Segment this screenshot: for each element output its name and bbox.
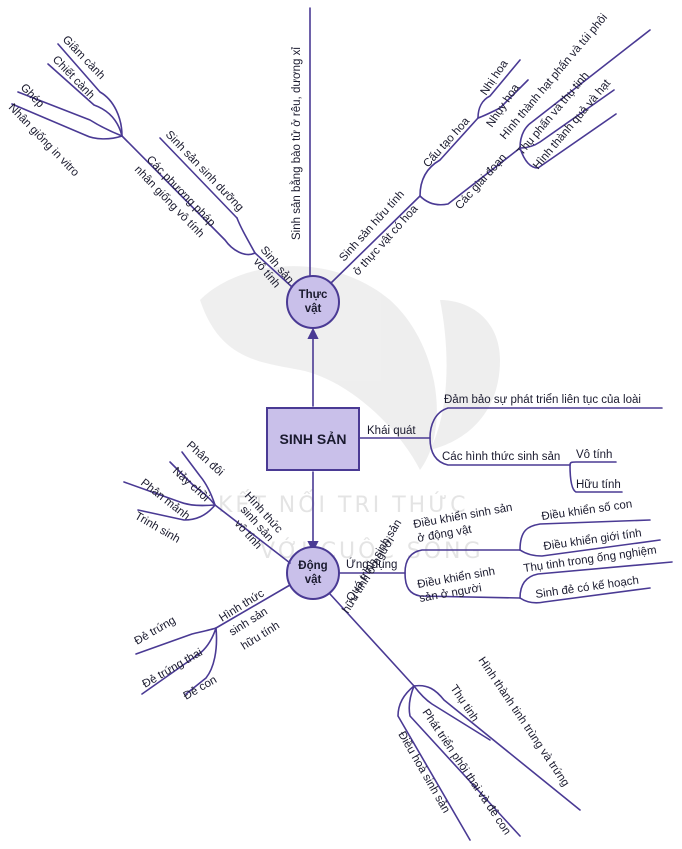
watermark: KẾT NỐI TRI THỨC VỚI CUỘC SỐNG	[200, 266, 500, 564]
edge-animal-control	[404, 549, 521, 574]
edge-plant-asexual	[254, 252, 293, 288]
edge-pollination	[519, 89, 615, 149]
edge-giam-canh	[57, 43, 123, 137]
edge-phan-doi	[181, 451, 216, 506]
animal-asexual-1: Phân đôi	[184, 439, 226, 478]
edge-nhuy-hoa	[477, 79, 529, 119]
watermark-leaf-left	[200, 266, 437, 470]
edge-embryo	[408, 685, 521, 837]
edge-sexual-form	[569, 464, 623, 493]
plant-method-4: Nhân giống in vitro	[6, 102, 81, 179]
edge-forms	[429, 437, 571, 466]
edge-stages	[419, 147, 521, 206]
animal-label-line1: Động	[298, 560, 327, 572]
plant-label-line2: vật	[305, 303, 322, 315]
edge-ivf	[519, 561, 673, 599]
general-label: Khái quát	[367, 425, 416, 437]
edge-methods	[121, 135, 256, 256]
human-process-1: Hình thành tinh trùng và trứng	[476, 655, 572, 789]
edge-animal-asexual	[214, 504, 291, 564]
edge-chiet-canh	[47, 63, 123, 137]
animal-application: Ứng dụng	[346, 558, 397, 571]
edge-vegetative	[159, 137, 238, 219]
animal-asexual-4: Trinh sinh	[133, 510, 182, 545]
edge-pollen	[519, 29, 651, 149]
edge-animal-sexual	[215, 584, 291, 629]
animal-sexual-1: Đẻ trứng	[133, 614, 178, 647]
edge-human-process	[329, 593, 415, 687]
plant-node	[286, 275, 340, 329]
edge-fruit	[519, 113, 617, 169]
edge-family-planning	[519, 587, 651, 604]
human-process-3: Phát triển phôi thai và đẻ con	[420, 707, 513, 837]
general-sexual: Hữu tính	[576, 479, 621, 491]
edge-de-con	[185, 627, 218, 695]
animal-node	[286, 546, 340, 600]
animal-control-1: Điều khiển số con	[541, 498, 633, 523]
edge-regulation	[397, 685, 471, 841]
watermark-leaf-right	[430, 300, 500, 450]
plant-method-3: Ghép	[18, 82, 46, 111]
edge-ghep	[17, 91, 123, 137]
edge-gioi-tinh	[519, 539, 661, 557]
edge-human-control	[404, 572, 521, 599]
edge-asexual-form	[569, 461, 617, 466]
root-node	[266, 407, 360, 471]
root-label: SINH SẢN	[280, 431, 347, 447]
edge-de-trung-thai	[141, 627, 217, 695]
plant-stages: Các giai đoạn	[453, 152, 509, 212]
plant-spores: Sinh sản bằng bào tử ở rêu, dương xỉ	[290, 47, 303, 240]
animal-sexual-3: Đẻ con	[182, 674, 220, 703]
edge-plant-sexual	[330, 195, 421, 284]
edge-de-trung	[135, 627, 217, 655]
general-continuity: Đảm bảo sự phát triển liên tục của loài	[444, 394, 641, 406]
edge-nay-choi	[169, 461, 216, 506]
edge-trinh-sinh	[137, 504, 216, 521]
edge-in-vitro	[11, 103, 123, 140]
watermark-line-1: KẾT NỐI TRI THỨC	[218, 489, 468, 518]
plant-label-line1: Thực	[299, 289, 328, 301]
animal-label-line2: vật	[305, 574, 322, 586]
general-asexual: Vô tính	[576, 449, 612, 461]
animal-asexual-2: Nảy chồi	[170, 465, 211, 504]
edge-structure	[419, 117, 479, 197]
edge-vegetative-split	[236, 217, 256, 254]
edge-nhi-hoa	[477, 59, 521, 119]
human-process-2: Thụ tinh	[448, 683, 481, 724]
edge-fertilization	[413, 685, 491, 741]
edge-continuity	[429, 407, 663, 439]
edge-phan-manh	[123, 481, 216, 507]
plant-structure: Cấu tạo hoa	[421, 115, 472, 170]
edge-so-con	[519, 519, 651, 551]
general-forms: Các hình thức sinh sản	[442, 451, 560, 463]
edge-gametes	[413, 684, 581, 811]
